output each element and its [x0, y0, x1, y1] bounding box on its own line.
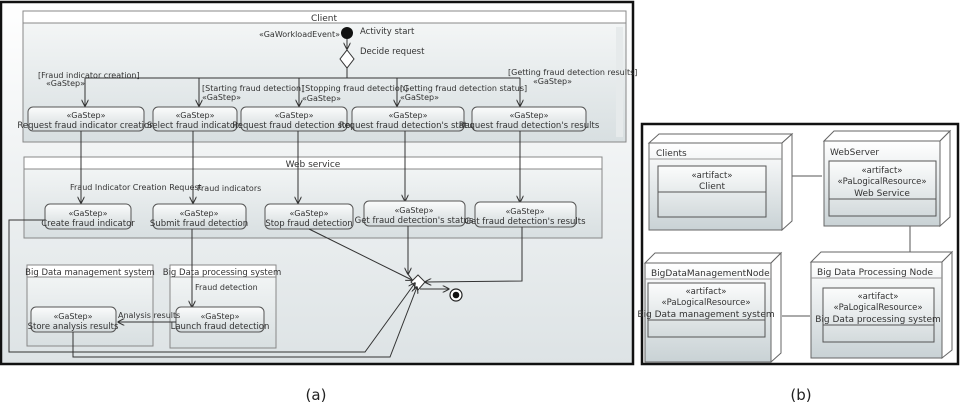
svg-text:Get fraud detection's status: Get fraud detection's status: [355, 216, 474, 226]
flow-label-creation-request: Fraud Indicator Creation Request: [70, 183, 202, 192]
initial-stereotype: «GaWorkloadEvent»: [259, 30, 340, 39]
action-request-fraud-detection-results[interactable]: «GaStep» Request fraud detection's resul…: [459, 106, 600, 132]
node-bigdata-processing[interactable]: Big Data Processing Node «artifact» «PaL…: [809, 250, 954, 360]
svg-text:«GaStep»: «GaStep»: [506, 207, 545, 216]
svg-text:[Getting fraud detection statu: [Getting fraud detection status]: [400, 84, 527, 93]
svg-text:Web Service: Web Service: [854, 189, 910, 199]
partition-client-title: Client: [311, 14, 338, 24]
svg-text:«GaStep»: «GaStep»: [290, 209, 329, 218]
svg-text:«PaLogicalResource»: «PaLogicalResource»: [837, 177, 926, 187]
flow-label-fraud-indicators: Fraud indicators: [197, 184, 261, 193]
svg-text:«GaStep»: «GaStep»: [275, 111, 314, 120]
svg-text:Big Data management system: Big Data management system: [637, 310, 774, 320]
svg-text:«artifact»: «artifact»: [857, 292, 898, 302]
svg-text:Big Data processing system: Big Data processing system: [815, 315, 941, 325]
svg-text:Clients: Clients: [656, 149, 687, 159]
decision-label: Decide request: [360, 47, 425, 57]
svg-text:«PaLogicalResource»: «PaLogicalResource»: [661, 298, 750, 308]
svg-text:«GaStep»: «GaStep»: [389, 111, 428, 120]
action-request-fraud-indicator-creation[interactable]: «GaStep» Request fraud indicator creatio…: [17, 106, 155, 132]
initial-node[interactable]: [341, 27, 353, 39]
svg-text:[Starting fraud detection]: [Starting fraud detection]: [202, 84, 304, 93]
node-bigdata-management[interactable]: BigDataManagementNode «artifact» «PaLogi…: [637, 251, 783, 364]
action-create-fraud-indicator[interactable]: «GaStep» Create fraud indicator: [41, 203, 135, 230]
guard-5: [Getting fraud detection results] «GaSte…: [508, 68, 637, 86]
panel-a-activity-diagram: Client Web service Big Data management s…: [0, 0, 637, 404]
caption-b: (b): [790, 386, 811, 404]
action-store-analysis-results[interactable]: «GaStep» Store analysis results: [28, 306, 119, 333]
svg-text:«GaStep»: «GaStep»: [46, 79, 85, 88]
svg-text:«artifact»: «artifact»: [691, 171, 732, 181]
svg-text:Submit fraud detection: Submit fraud detection: [150, 219, 248, 229]
svg-text:Launch fraud detection: Launch fraud detection: [171, 322, 270, 332]
svg-text:Request fraud detection stop: Request fraud detection stop: [232, 121, 356, 131]
action-get-fraud-detection-results[interactable]: «GaStep» Get fraud detection's results: [464, 201, 586, 228]
action-request-fraud-detection-status[interactable]: «GaStep» Request fraud detection's statu…: [339, 106, 478, 132]
node-webserver[interactable]: WebServer «artifact» «PaLogicalResource»…: [822, 129, 952, 228]
svg-text:Request fraud detection's stat: Request fraud detection's status: [339, 121, 478, 131]
svg-text:Create fraud indicator: Create fraud indicator: [41, 219, 135, 229]
artifact-bd-management-system[interactable]: «artifact» «PaLogicalResource» Big Data …: [637, 282, 775, 338]
node-clients[interactable]: Clients «artifact» Client: [647, 132, 794, 232]
svg-text:Request fraud detection's resu: Request fraud detection's results: [459, 121, 600, 131]
svg-text:«GaStep»: «GaStep»: [202, 93, 241, 102]
caption-a: (a): [306, 386, 327, 404]
panel-b-deployment-diagram: Clients «artifact» Client WebServer «art…: [637, 122, 960, 404]
flow-label-analysis-results: Analysis results: [118, 311, 180, 320]
svg-text:«GaStep»: «GaStep»: [180, 209, 219, 218]
artifact-client[interactable]: «artifact» Client: [657, 165, 767, 218]
guard-4: [Getting fraud detection status] «GaStep…: [400, 84, 527, 102]
artifact-bd-processing-system[interactable]: «artifact» «PaLogicalResource» Big Data …: [815, 287, 941, 343]
action-get-fraud-detection-status[interactable]: «GaStep» Get fraud detection's status: [355, 200, 474, 227]
action-select-fraud-indicators[interactable]: «GaStep» Select fraud indicators: [147, 106, 244, 132]
svg-text:Get fraud detection's results: Get fraud detection's results: [464, 217, 586, 227]
partition-bd-management: Big Data management system: [25, 264, 155, 347]
svg-text:Request fraud indicator creati: Request fraud indicator creation: [17, 121, 154, 131]
final-node[interactable]: [449, 288, 463, 302]
action-stop-fraud-detection[interactable]: «GaStep» Stop fraud detection: [264, 203, 354, 230]
svg-text:«GaStep»: «GaStep»: [69, 209, 108, 218]
partition-bd-management-title: Big Data management system: [25, 268, 155, 278]
scrollbar[interactable]: [616, 27, 623, 137]
svg-text:«GaStep»: «GaStep»: [400, 93, 439, 102]
svg-text:«GaStep»: «GaStep»: [533, 77, 572, 86]
action-request-fraud-detection-stop[interactable]: «GaStep» Request fraud detection stop: [232, 106, 356, 132]
svg-text:BigDataManagementNode: BigDataManagementNode: [651, 269, 770, 279]
svg-text:Store analysis results: Store analysis results: [28, 322, 119, 332]
svg-text:[Fraud indicator creation]: [Fraud indicator creation]: [38, 71, 140, 80]
svg-text:Stop fraud detection: Stop fraud detection: [265, 219, 352, 229]
svg-text:«PaLogicalResource»: «PaLogicalResource»: [833, 303, 922, 313]
flow-label-fraud-detection: Fraud detection: [195, 283, 258, 292]
svg-text:Client: Client: [699, 182, 726, 192]
svg-text:«GaStep»: «GaStep»: [176, 111, 215, 120]
action-launch-fraud-detection[interactable]: «GaStep» Launch fraud detection: [171, 306, 270, 333]
svg-text:«GaStep»: «GaStep»: [395, 206, 434, 215]
svg-text:Select fraud indicators: Select fraud indicators: [147, 121, 244, 131]
partition-web-service-title: Web service: [286, 160, 341, 170]
svg-text:Big Data Processing Node: Big Data Processing Node: [817, 268, 933, 278]
svg-text:«GaStep»: «GaStep»: [302, 94, 341, 103]
svg-text:«GaStep»: «GaStep»: [201, 312, 240, 321]
svg-text:«artifact»: «artifact»: [861, 166, 902, 176]
guard-3: [Stopping fraud detection] «GaStep»: [302, 84, 408, 103]
svg-text:[Stopping fraud detection]: [Stopping fraud detection]: [302, 84, 408, 93]
svg-text:WebServer: WebServer: [830, 148, 879, 158]
partition-bd-processing-title: Big Data processing system: [163, 268, 282, 278]
guard-2: [Starting fraud detection] «GaStep»: [202, 84, 304, 102]
svg-text:«GaStep»: «GaStep»: [67, 111, 106, 120]
guard-1: [Fraud indicator creation] «GaStep»: [38, 71, 140, 88]
svg-text:«GaStep»: «GaStep»: [510, 111, 549, 120]
svg-text:«GaStep»: «GaStep»: [54, 312, 93, 321]
initial-label: Activity start: [360, 27, 415, 37]
artifact-web-service[interactable]: «artifact» «PaLogicalResource» Web Servi…: [828, 160, 937, 217]
action-submit-fraud-detection[interactable]: «GaStep» Submit fraud detection: [150, 203, 248, 230]
svg-text:[Getting fraud detection resul: [Getting fraud detection results]: [508, 68, 637, 77]
svg-text:«artifact»: «artifact»: [685, 287, 726, 297]
